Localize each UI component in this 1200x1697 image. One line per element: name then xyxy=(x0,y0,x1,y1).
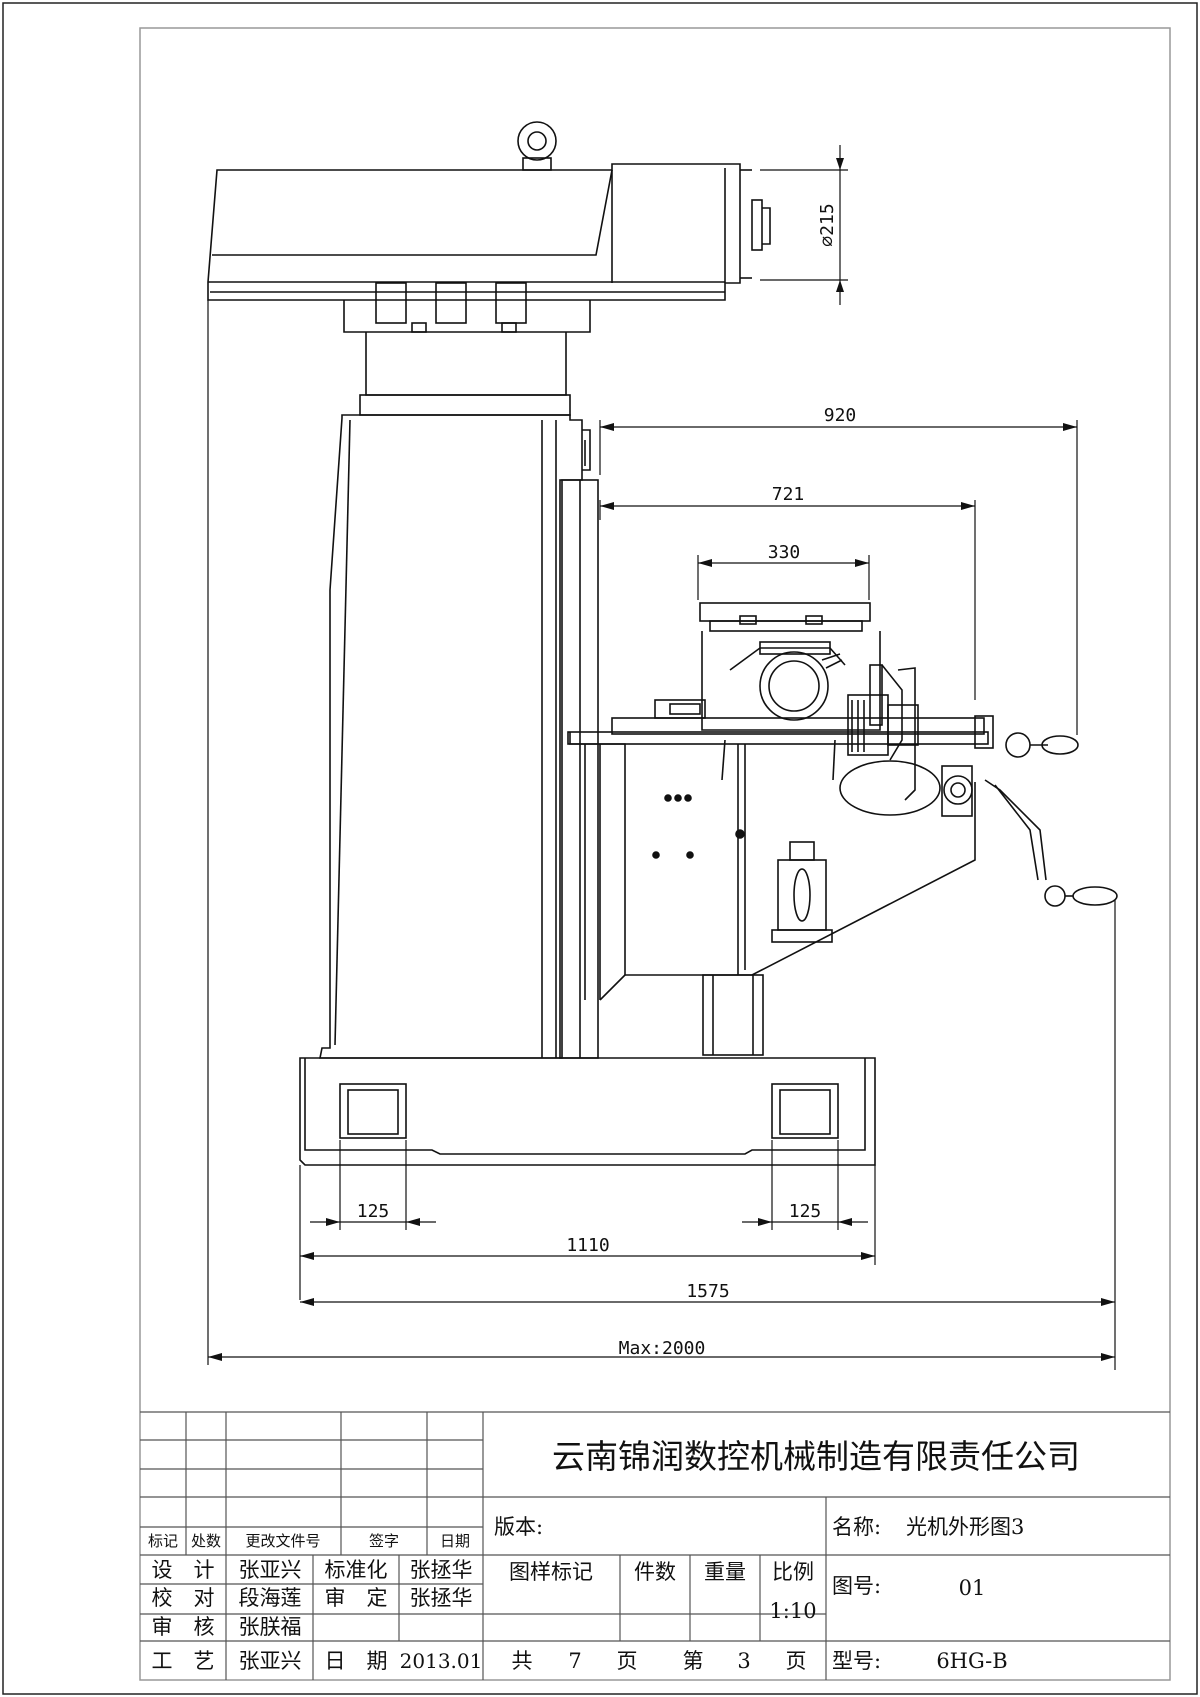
model-label: 型号: xyxy=(832,1649,881,1673)
review-label: 审 核 xyxy=(152,1615,215,1639)
dim-721: 721 xyxy=(772,484,805,505)
process-label: 工 艺 xyxy=(152,1649,215,1673)
inner-border xyxy=(139,27,1171,1681)
header-date: 日期 xyxy=(440,1532,470,1550)
page-label-1: 页 xyxy=(617,1649,638,1673)
dim-diameter-215: ⌀215 xyxy=(817,203,838,246)
drawing-no-value: 01 xyxy=(959,1576,986,1600)
header-count: 处数 xyxy=(191,1532,221,1550)
dim-1110: 1110 xyxy=(566,1235,609,1256)
date-label: 日 期 xyxy=(325,1649,388,1673)
header-sign: 签字 xyxy=(369,1532,399,1550)
current-label: 第 xyxy=(683,1649,704,1673)
title-block-grid xyxy=(140,1411,1170,1680)
knee xyxy=(567,731,1118,1001)
check-label: 校 对 xyxy=(152,1586,215,1610)
approve-name: 张拯华 xyxy=(410,1586,473,1610)
turret xyxy=(359,332,571,416)
dim-125-left: 125 xyxy=(357,1201,390,1222)
base xyxy=(299,1057,876,1166)
scale-label: 比例 xyxy=(772,1560,814,1584)
dim-1575: 1575 xyxy=(686,1281,729,1302)
current-value: 3 xyxy=(737,1649,750,1673)
design-name: 张亚兴 xyxy=(239,1558,302,1582)
version-label: 版本: xyxy=(494,1515,543,1539)
review-name: 张朕福 xyxy=(239,1615,302,1639)
column xyxy=(319,414,591,1059)
standard-name: 张拯华 xyxy=(410,1558,473,1582)
elevating-screw xyxy=(702,974,764,1056)
lifting-eye xyxy=(517,121,557,171)
total-value: 7 xyxy=(568,1649,581,1673)
ram-slides xyxy=(343,282,591,333)
weight-label: 重量 xyxy=(704,1560,746,1584)
drawing-no-label: 图号: xyxy=(832,1574,881,1598)
name-label: 名称: xyxy=(832,1515,881,1539)
dim-max-2000: Max:2000 xyxy=(619,1338,706,1359)
standard-label: 标准化 xyxy=(325,1558,388,1582)
header-doc-no: 更改文件号 xyxy=(245,1532,320,1550)
total-label: 共 xyxy=(512,1649,533,1673)
page-label-2: 页 xyxy=(786,1649,807,1673)
knee-slides xyxy=(559,479,599,1059)
machine-outline xyxy=(207,121,1118,1166)
dimension-arrows xyxy=(208,158,1115,1361)
feed-bar xyxy=(611,694,1079,758)
scale-value: 1:10 xyxy=(769,1599,816,1623)
name-value: 光机外形图3 xyxy=(906,1515,1024,1539)
dim-125-right: 125 xyxy=(789,1201,822,1222)
worktable xyxy=(699,602,916,801)
sample-mark-label: 图样标记 xyxy=(509,1560,593,1584)
dim-330: 330 xyxy=(768,542,801,563)
process-name: 张亚兴 xyxy=(239,1649,302,1673)
date-value: 2013.01 xyxy=(400,1649,483,1673)
ram-head xyxy=(207,163,771,301)
dim-920: 920 xyxy=(824,405,857,426)
company-name: 云南锦润数控机械制造有限责任公司 xyxy=(552,1437,1080,1476)
pieces-label: 件数 xyxy=(634,1560,676,1584)
check-name: 段海莲 xyxy=(239,1586,302,1610)
header-mark: 标记 xyxy=(148,1532,178,1550)
approve-label: 审 定 xyxy=(325,1586,388,1610)
design-label: 设 计 xyxy=(152,1558,215,1582)
model-value: 6HG-B xyxy=(936,1649,1007,1673)
